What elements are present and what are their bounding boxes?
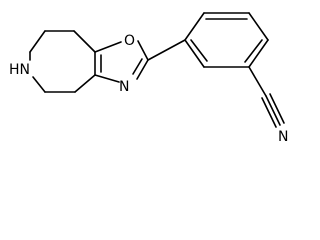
nitrile-nitrogen-label: N [278,129,288,145]
bond [29,30,46,53]
double-bond-line [190,39,208,62]
oxygen-label: O [124,33,135,49]
bond [147,39,186,61]
nitrile-group [248,66,285,128]
amine-label: HN [9,62,30,78]
triple-bond-line [265,95,281,126]
bond [73,30,96,53]
triple-bond-line [261,97,277,128]
bond [32,76,46,93]
triple-bond-line [269,93,285,124]
double-bond-line [244,39,263,63]
bond [184,39,205,68]
bond [248,12,269,41]
bond [74,74,96,93]
oxazole-ring [94,40,149,83]
bond [137,40,149,61]
bond [248,66,267,97]
bond [136,59,149,80]
double-bond-line [132,58,143,75]
benzene-ring [184,12,269,68]
tetrahydropyridine-ring [29,30,96,93]
bond [94,41,122,53]
bond [184,12,205,41]
chemical-structure: O N HN N [9,12,288,145]
ring-nitrogen-label: N [119,79,129,95]
bond [94,74,120,83]
bond [248,39,269,68]
